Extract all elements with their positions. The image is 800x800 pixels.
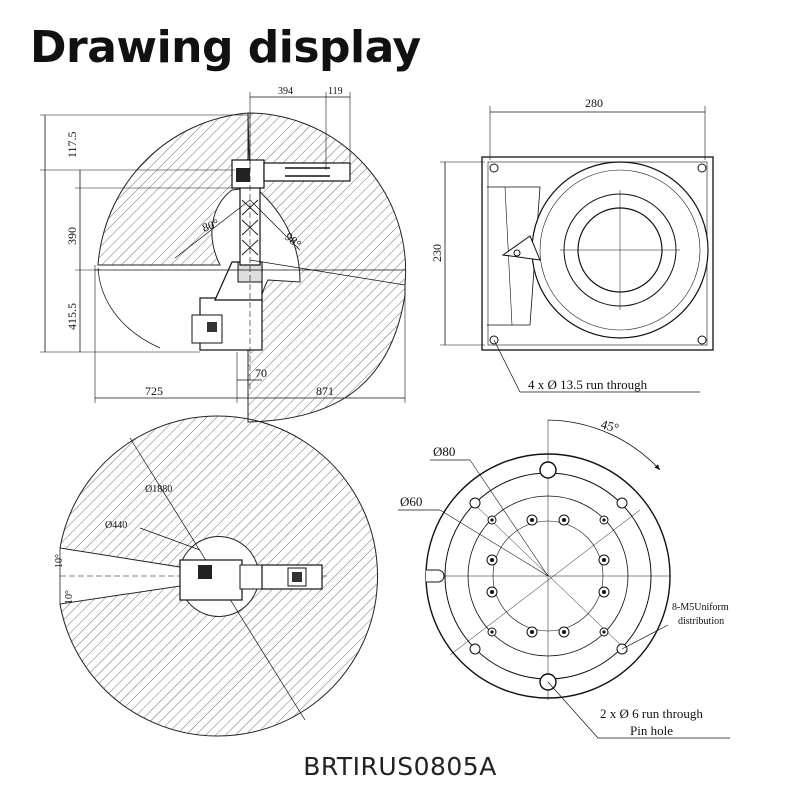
top-view: Ø1880 Ø440 10° 10° [54, 415, 378, 737]
base-view: 280 230 4 x Ø 13.5 run through [430, 96, 714, 393]
flange-view: Ø80 Ø60 45° 8-M5Uniform distribution 2 x… [398, 416, 730, 739]
side-angle-1: 80° [200, 216, 221, 235]
base-dim-width: 280 [585, 96, 603, 110]
flange-dia-60: Ø60 [400, 494, 422, 509]
side-workspace-area-left [97, 112, 249, 266]
top-dia-inner: Ø440 [105, 520, 127, 531]
side-workspace-area [247, 112, 407, 423]
flange-dia-80: Ø80 [433, 444, 455, 459]
side-dim-top-1: 394 [278, 86, 293, 97]
flange-m5-note-1: 8-M5Uniform [672, 602, 729, 613]
base-holes-note: 4 x Ø 13.5 run through [528, 377, 648, 392]
side-dim-bottom-1: 725 [145, 384, 163, 398]
side-dim-left-3: 415.5 [65, 303, 79, 330]
side-dim-bottom-3: 871 [316, 384, 334, 398]
side-robot-forearm [263, 162, 351, 182]
side-view: 394 119 117.5 390 415.5 80° 98° 725 70 8… [40, 86, 407, 423]
top-dia-outer: Ø1880 [145, 484, 172, 495]
flange-m5-note-2: distribution [678, 616, 724, 627]
side-dim-bottom-2: 70 [255, 366, 267, 380]
side-dim-left-2: 390 [65, 227, 79, 245]
top-angle-2: 10° [64, 590, 75, 604]
flange-pin-label: Pin hole [630, 723, 673, 738]
flange-pin-note: 2 x Ø 6 run through [600, 706, 703, 721]
side-dim-top-2: 119 [328, 86, 343, 97]
base-dim-height: 230 [430, 244, 444, 262]
top-angle-1: 10° [54, 554, 65, 568]
model-number: BRTIRUS0805A [303, 752, 497, 781]
page-title: Drawing display [30, 22, 421, 73]
flange-angle: 45° [599, 416, 620, 435]
side-dim-left-1: 117.5 [65, 131, 79, 158]
